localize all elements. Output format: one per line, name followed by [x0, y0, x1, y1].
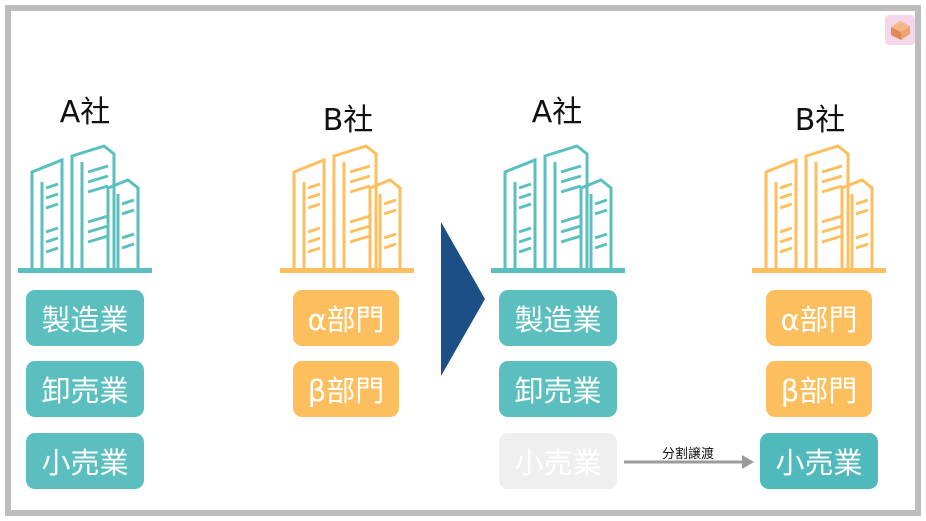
b-item-retail-received: 小売業 — [760, 433, 878, 489]
company-a-label-after: A社 — [531, 95, 583, 130]
a-item-manufacturing-after: 製造業 — [499, 290, 617, 346]
building-icon — [752, 144, 886, 273]
company-b-label: B社 — [322, 103, 374, 138]
a-item-retail: 小売業 — [26, 433, 144, 489]
b-item-beta-after: β部門 — [766, 361, 872, 417]
building-icon — [18, 144, 152, 273]
a-item-wholesale-after: 卸売業 — [499, 361, 617, 417]
b-item-beta: β部門 — [293, 361, 399, 417]
transfer-label: 分割譲渡 — [662, 447, 715, 462]
b-item-alpha-after: α部門 — [766, 290, 872, 346]
a-item-wholesale: 卸売業 — [26, 361, 144, 417]
building-icon — [491, 144, 625, 273]
corner-app-icon[interactable] — [885, 15, 915, 45]
b-item-alpha: α部門 — [293, 290, 399, 346]
building-icon — [280, 144, 414, 273]
company-b-label-after: B社 — [794, 103, 846, 138]
right-triangle-arrow-icon — [441, 222, 485, 376]
a-item-retail-transferred: 小売業 — [499, 433, 617, 489]
company-a-label: A社 — [59, 95, 111, 130]
transfer-arrow-icon — [624, 455, 754, 469]
a-item-manufacturing: 製造業 — [26, 290, 144, 346]
